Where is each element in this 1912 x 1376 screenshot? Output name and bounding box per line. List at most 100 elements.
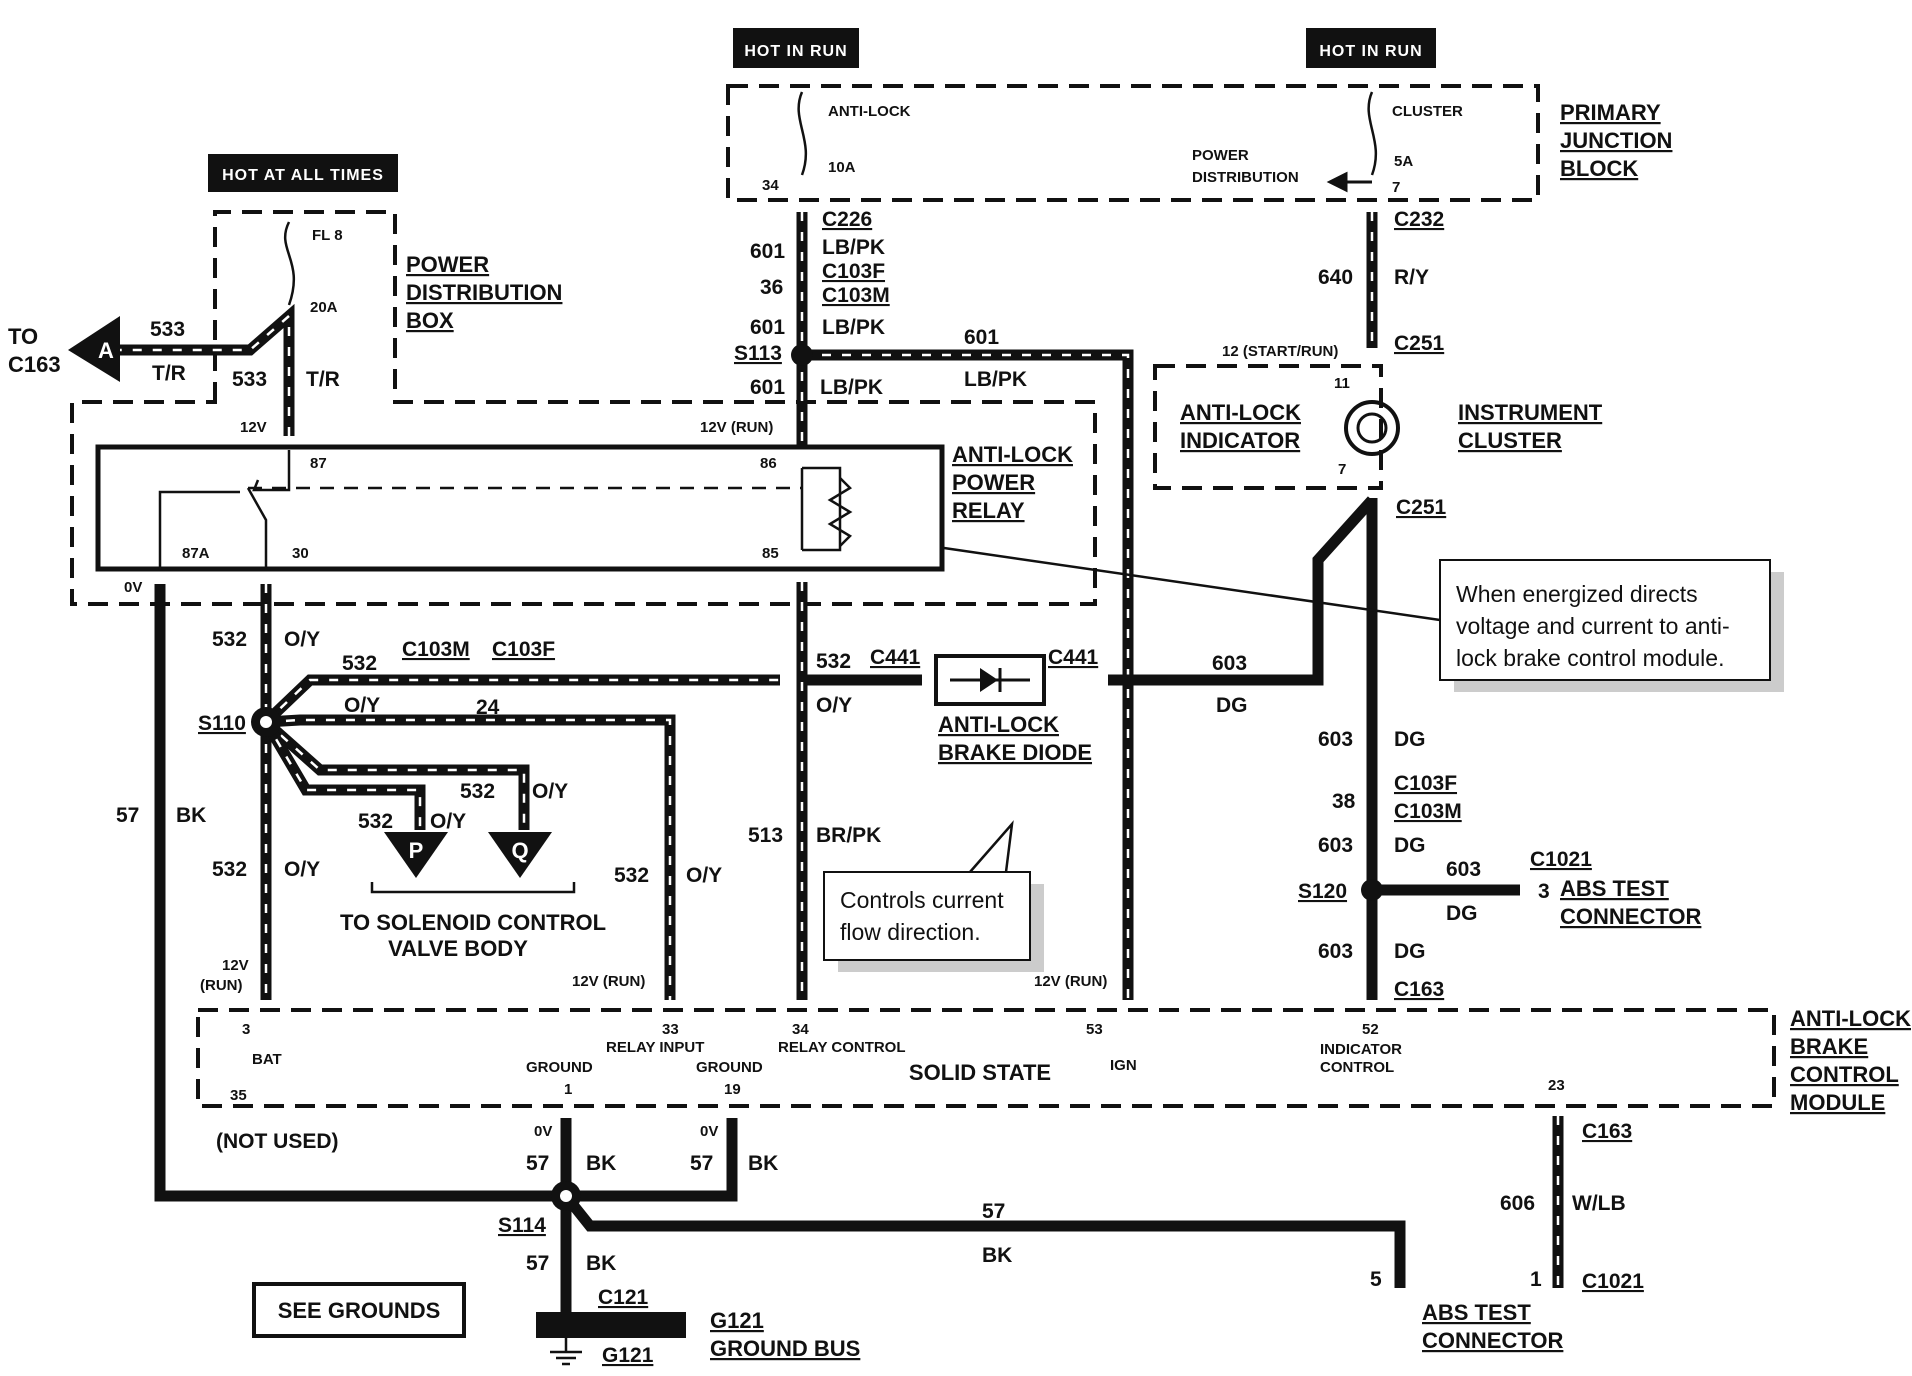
connector-c103f-top: C103F (822, 260, 885, 283)
module-34-label: RELAY CONTROL (778, 1039, 906, 1056)
pin-12v-run-b: 12V (RUN) (572, 973, 645, 990)
circuit-oy-g: O/Y (816, 694, 852, 717)
cluster-label-2: CLUSTER (1458, 428, 1562, 453)
circuit-601-a: 601 (750, 240, 785, 263)
connector-c232: C232 (1394, 208, 1444, 231)
module-ground-1-label: GROUND (526, 1059, 593, 1076)
fuse-cluster-rating: 5A (1394, 153, 1413, 170)
circuit-lbpk-b: LB/PK (822, 316, 885, 339)
power-distribution-box-outline (70, 210, 1097, 606)
connector-c441-right: C441 (1048, 646, 1099, 669)
connector-c103m-top: C103M (822, 284, 890, 307)
svg-text:HOT IN RUN: HOT IN RUN (744, 43, 847, 60)
splice-s114: S114 (498, 1214, 546, 1237)
module-pin-35: 35 (230, 1087, 247, 1104)
relay-note-box (943, 546, 1784, 692)
circuit-dg-d: DG (1446, 902, 1478, 925)
circuit-oy-a: O/Y (284, 628, 320, 651)
pin-12v-run-a-1: 12V (222, 957, 249, 974)
circuit-57-e: 57 (526, 1252, 549, 1275)
see-grounds-label: SEE GROUNDS (278, 1298, 441, 1323)
module-ground-1-pin: 1 (564, 1081, 572, 1098)
pin-12-start-run: 12 (START/RUN) (1222, 343, 1338, 360)
circuit-603-c: 603 (1318, 834, 1353, 857)
splice-s120: S120 (1298, 880, 1347, 903)
module-not-used: (NOT USED) (216, 1130, 339, 1153)
svg-text:HOT AT ALL TIMES: HOT AT ALL TIMES (222, 167, 384, 184)
anti-lock-power-relay-box (95, 444, 945, 572)
module-33-label: RELAY INPUT (606, 1039, 704, 1056)
cluster-label-1: INSTRUMENT (1458, 400, 1603, 425)
splice-s113-dot (791, 344, 813, 366)
circuit-24: 24 (476, 696, 500, 719)
pin-11: 11 (1334, 375, 1350, 392)
circuit-640: 640 (1318, 266, 1353, 289)
primary-junction-block-outline (726, 84, 1540, 202)
pin-7b: 7 (1338, 461, 1346, 478)
splice-s120-dot (1361, 879, 1383, 901)
circuit-533-a: 533 (150, 318, 185, 341)
abs-test-bottom-label-1: ABS TEST (1422, 1300, 1531, 1325)
indicator-label-2: INDICATOR (1180, 428, 1300, 453)
to-c163-label-2: C163 (8, 352, 61, 377)
test-pin-3: 3 (1538, 880, 1550, 903)
circuit-oy-b: O/Y (344, 694, 380, 717)
circuit-lbpk-a: LB/PK (822, 236, 885, 259)
fuse-fl8 (283, 221, 295, 306)
circuit-606: 606 (1500, 1192, 1535, 1215)
circuit-bk-b: BK (586, 1152, 616, 1175)
fuse-cluster-label: CLUSTER (1392, 103, 1463, 120)
connector-c441-left: C441 (870, 646, 921, 669)
module-23-pin: 23 (1548, 1077, 1565, 1094)
wire-533 (120, 303, 295, 436)
circuit-532-c: 532 (460, 780, 495, 803)
circuit-lbpk-d: LB/PK (820, 376, 883, 399)
circuit-601-d: 601 (750, 376, 785, 399)
pin-34: 34 (762, 177, 779, 194)
circuit-603-a: 603 (1212, 652, 1247, 675)
fuse-antilock-rating: 10A (828, 159, 856, 176)
pdb-label-3: BOX (406, 308, 454, 333)
diode-note-box (823, 820, 1044, 972)
abs-test-right-label-1: ABS TEST (1560, 876, 1669, 901)
circuit-57-a: 57 (116, 804, 139, 827)
anti-lock-indicator-lamp (1344, 400, 1400, 456)
marker-p: P (384, 832, 448, 878)
circuit-532-b: 532 (342, 652, 377, 675)
pin-12v-run-c: 12V (RUN) (1034, 973, 1107, 990)
hot-at-all-times-header: HOT AT ALL TIMES (208, 154, 398, 192)
to-c163-label-1: TO (8, 324, 38, 349)
fuse-antilock-label: ANTI-LOCK (828, 103, 911, 120)
circuit-603-d: 603 (1446, 858, 1481, 881)
hot-in-run-header-right: HOT IN RUN (1306, 28, 1436, 68)
wire-603 (1108, 496, 1520, 1000)
instrument-cluster-outline (1153, 364, 1383, 490)
fuse-cluster (1367, 91, 1378, 176)
circuit-601-b: 601 (750, 316, 785, 339)
solenoid-label-1: TO SOLENOID CONTROL (340, 910, 606, 935)
pin-87a: 87A (182, 545, 210, 562)
pin-30: 30 (292, 545, 309, 562)
circuit-tr-a: T/R (152, 362, 186, 385)
power-distribution-label-1: POWER (1192, 147, 1249, 164)
module-52-label-2: CONTROL (1320, 1059, 1394, 1076)
pin-87: 87 (310, 455, 327, 472)
fuse-fl8-label: FL 8 (312, 227, 343, 244)
pin-12v-run: 12V (RUN) (700, 419, 773, 436)
ground-0v-b: 0V (700, 1123, 718, 1140)
circuit-lbpk-c: LB/PK (964, 368, 1027, 391)
pin-86: 86 (760, 455, 777, 472)
abs-module-label-1: ANTI-LOCK (1790, 1006, 1911, 1031)
circuit-dg-c: DG (1394, 834, 1426, 857)
connector-c103f-mid: C103F (492, 638, 555, 661)
module-52-pin: 52 (1362, 1021, 1379, 1038)
connector-c251-top: C251 (1394, 332, 1445, 355)
relay-note-line-2: voltage and current to anti- (1456, 613, 1730, 639)
solid-state-label: SOLID STATE (909, 1060, 1051, 1085)
relay-note-line-1: When energized directs (1456, 581, 1698, 607)
connector-c163-bottom: C163 (1582, 1120, 1632, 1143)
module-53-pin: 53 (1086, 1021, 1103, 1038)
pjb-label-3: BLOCK (1560, 156, 1638, 181)
relay-note-line-3: lock brake control module. (1456, 645, 1724, 671)
